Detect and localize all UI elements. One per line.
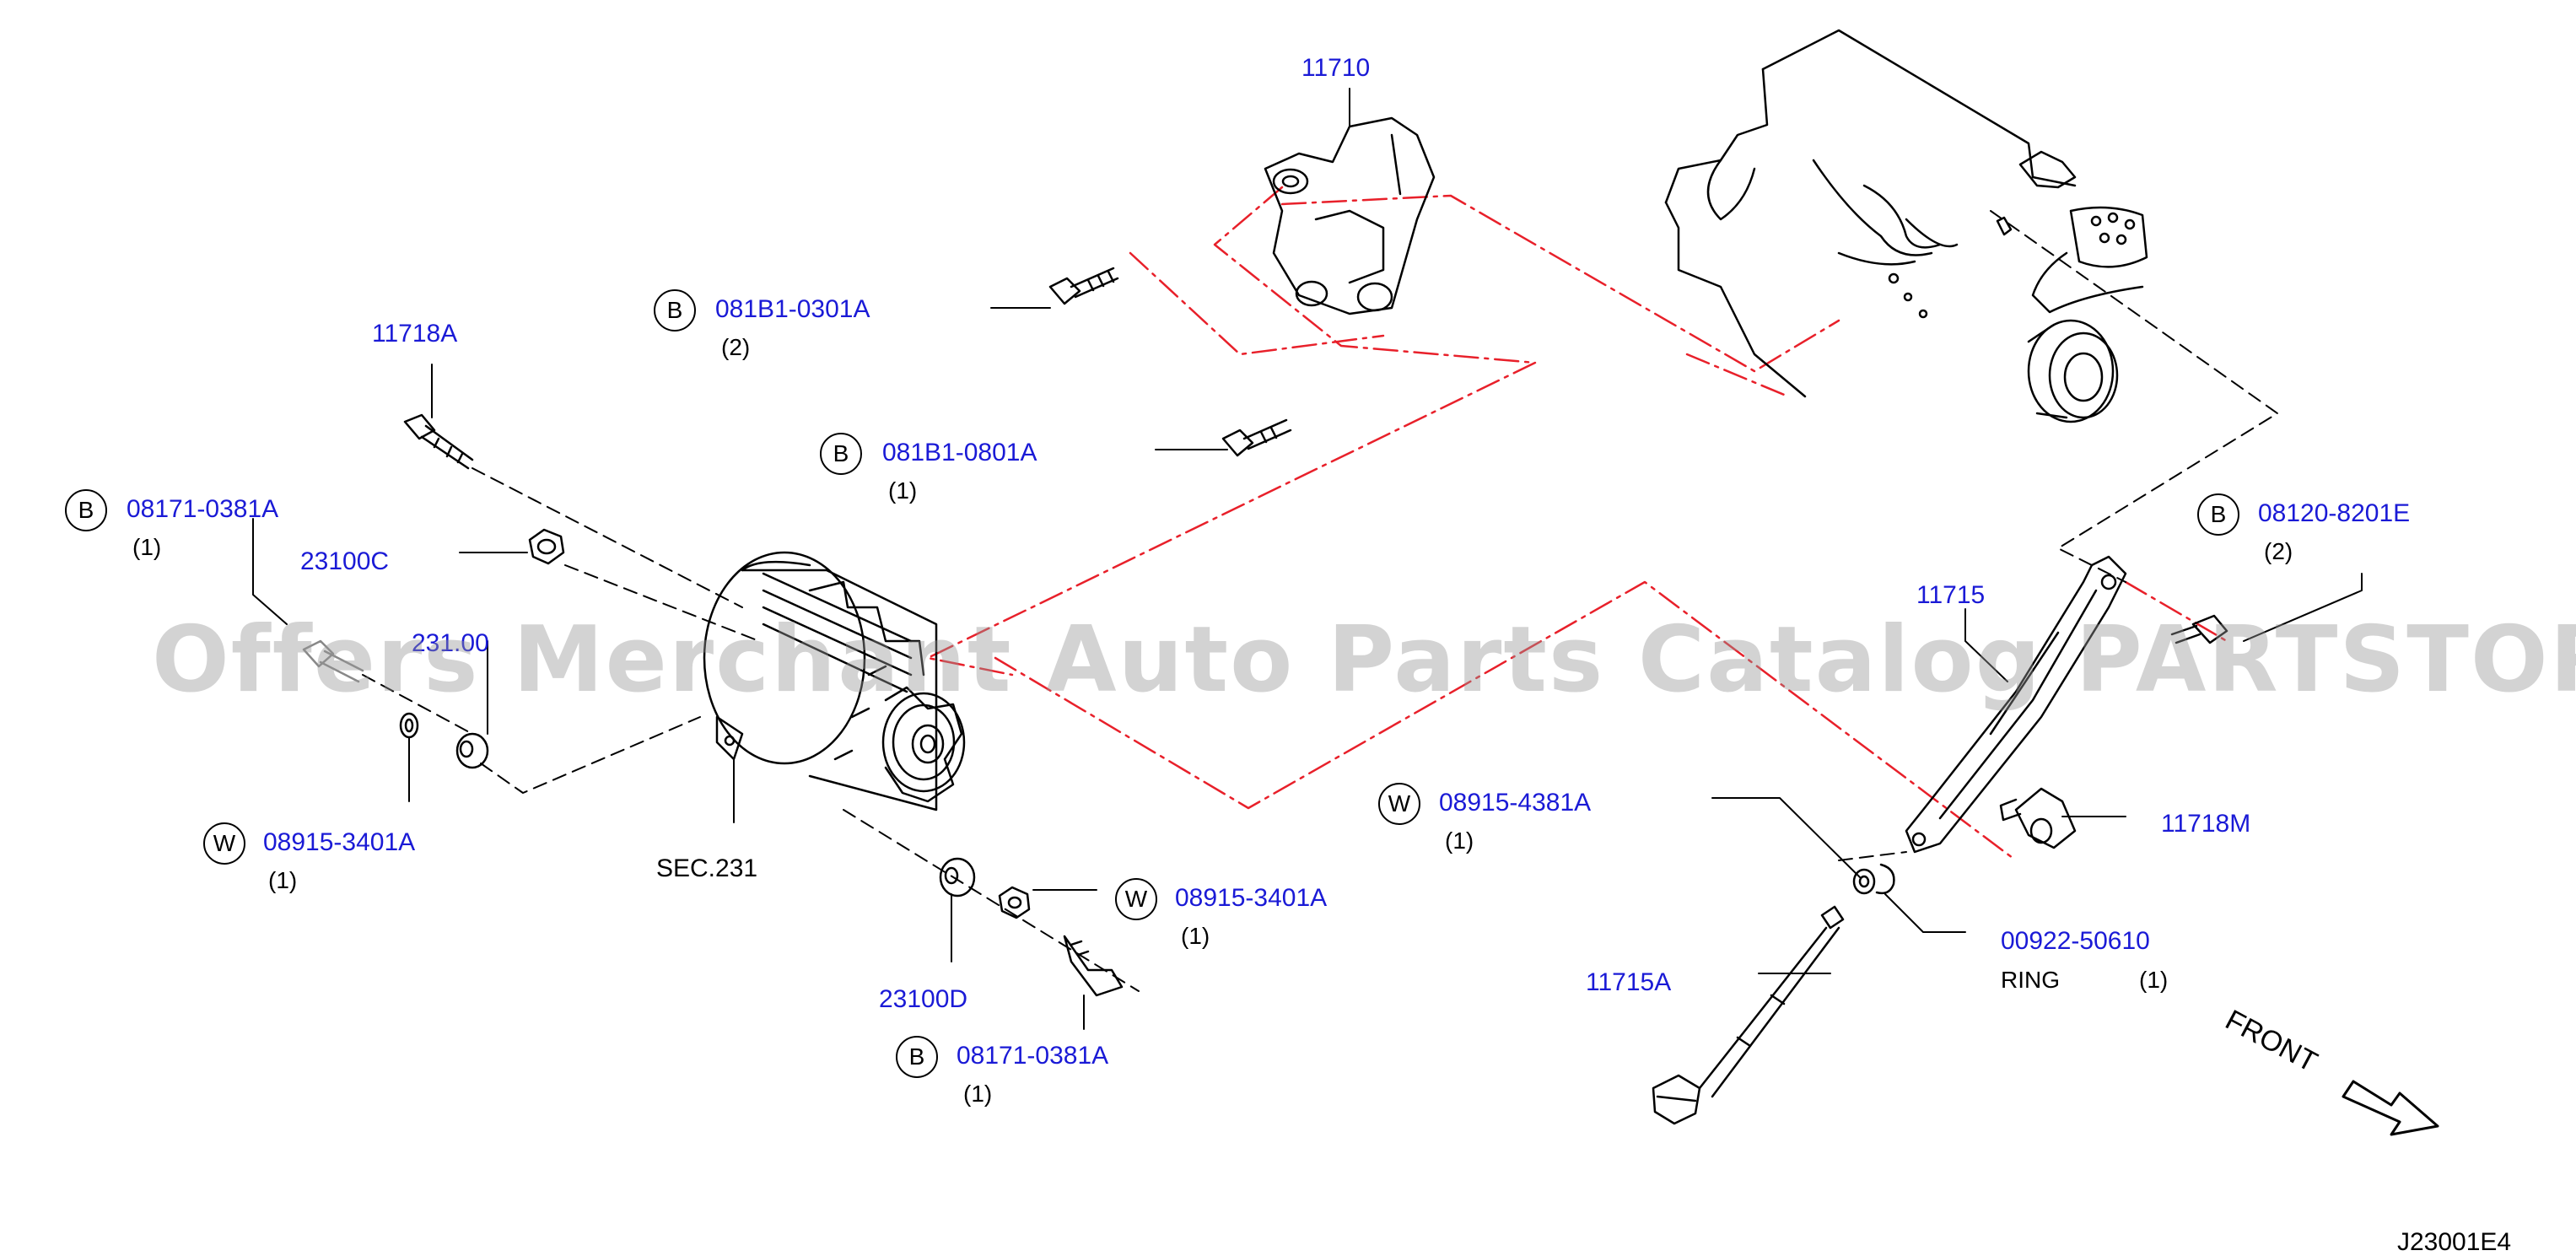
part-label-08915-3401a-left[interactable]: 08915-3401A — [263, 828, 416, 856]
washer-mark-circle: W — [1115, 878, 1157, 920]
bolt-081b1-0301a — [1048, 267, 1119, 305]
washer-08915-3401a-left — [399, 712, 419, 739]
front-arrow-icon — [2342, 1080, 2439, 1136]
qty-081b1-0801a: (1) — [888, 477, 918, 504]
part-label-11715[interactable]: 11715 — [1916, 581, 1986, 609]
alternator — [703, 551, 966, 811]
nut-23100c — [528, 528, 565, 565]
qty-00922-50610: (1) — [2139, 967, 2169, 993]
part-label-11718m[interactable]: 11718M — [2161, 810, 2251, 838]
part-label-08120-8201e[interactable]: 08120-8201E — [2258, 499, 2411, 527]
part-name-ring: RING — [2001, 967, 2060, 993]
alternator-bracket-11710 — [1264, 116, 1436, 315]
adjusting-bar-11715 — [1905, 555, 2127, 854]
part-label-23100b-partial[interactable]: 231.00 — [412, 629, 489, 657]
bolt-mark-circle: B — [820, 433, 862, 475]
bolt-08120-8201e — [2170, 614, 2228, 644]
part-label-08171-0381a-bottom[interactable]: 08171-0381A — [957, 1042, 1109, 1070]
qty-08171-0381a-left: (1) — [132, 534, 162, 560]
part-label-08171-0381a-left[interactable]: 08171-0381A — [127, 495, 279, 523]
qty-081b1-0301a: (2) — [721, 334, 751, 360]
washer-08915-4381a — [1852, 868, 1876, 895]
section-reference-sec231[interactable]: SEC.231 — [656, 854, 758, 882]
part-label-081b1-0301a[interactable]: 081B1-0301A — [715, 295, 870, 323]
qty-08915-3401a-left: (1) — [268, 867, 298, 893]
leader-lines — [252, 88, 2363, 1030]
part-label-081b1-0801a[interactable]: 081B1-0801A — [882, 439, 1037, 466]
washer-mark-circle: W — [203, 822, 245, 865]
qty-08915-3401a-right: (1) — [1181, 923, 1210, 949]
part-label-08915-4381a[interactable]: 08915-4381A — [1439, 789, 1592, 817]
ring-00922-50610 — [1875, 863, 1895, 895]
nut-08915-3401a-right — [998, 886, 1031, 919]
part-label-23100c[interactable]: 23100C — [300, 547, 390, 575]
diagram-code: J23001E4 — [2397, 1228, 2512, 1256]
part-label-08915-3401a-right[interactable]: 08915-3401A — [1175, 884, 1328, 912]
part-label-00922-50610[interactable]: 00922-50610 — [2001, 927, 2150, 955]
bolt-08171-0381a-bottom — [1063, 935, 1124, 997]
spacer-23100b — [455, 732, 489, 769]
part-label-11715a[interactable]: 11715A — [1586, 968, 1672, 996]
part-label-11710[interactable]: 11710 — [1301, 54, 1371, 82]
qty-08915-4381a: (1) — [1445, 827, 1474, 854]
bolt-mark-circle: B — [2197, 493, 2239, 536]
qty-08171-0381a-bottom: (1) — [963, 1081, 993, 1107]
bolt-mark-circle: B — [65, 489, 107, 531]
bolt-mark-circle: B — [654, 289, 696, 332]
watermark: Offers Merchant Auto Parts Catalog PARTS… — [152, 607, 2576, 713]
part-label-11718a[interactable]: 11718A — [372, 320, 458, 348]
engine-block-illustration — [1664, 29, 2148, 423]
bolt-081b1-0801a — [1221, 418, 1292, 457]
qty-08120-8201e: (2) — [2264, 538, 2293, 564]
washer-23100d — [939, 857, 976, 898]
stud-11718m — [1999, 787, 2077, 849]
washer-mark-circle: W — [1378, 783, 1420, 825]
part-label-23100d[interactable]: 23100D — [879, 985, 968, 1013]
bolt-mark-circle: B — [896, 1036, 938, 1078]
bolt-11718a — [403, 413, 474, 470]
adjusting-bolt-11715a — [1652, 905, 1845, 1125]
bolt-08171-0381a-left — [302, 639, 364, 683]
red-phantom-lines — [926, 186, 2228, 862]
